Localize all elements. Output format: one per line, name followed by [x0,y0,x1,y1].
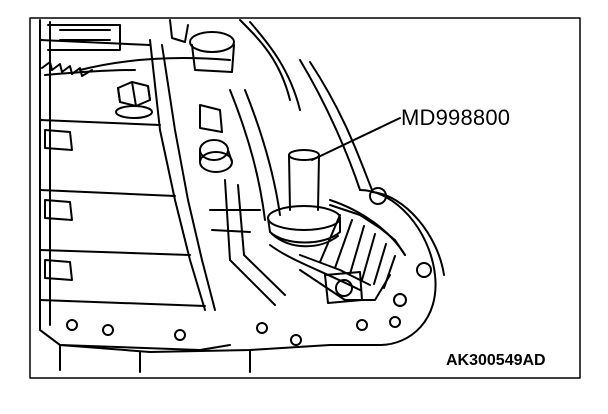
case-flange [299,59,445,346]
figure-id: AK300549AD [446,352,546,369]
special-tool [267,149,341,248]
callout-leader [311,117,401,161]
figure-frame [29,17,581,379]
bolt-head [115,81,153,119]
transmission-housing [39,19,231,351]
case-top-openings [169,19,301,111]
case-lower-edge [39,316,401,373]
case-ribs [209,89,286,306]
mounting-lug [324,271,363,304]
plug-fitting [199,104,233,173]
tool-callout-label: MD998800 [401,105,511,130]
